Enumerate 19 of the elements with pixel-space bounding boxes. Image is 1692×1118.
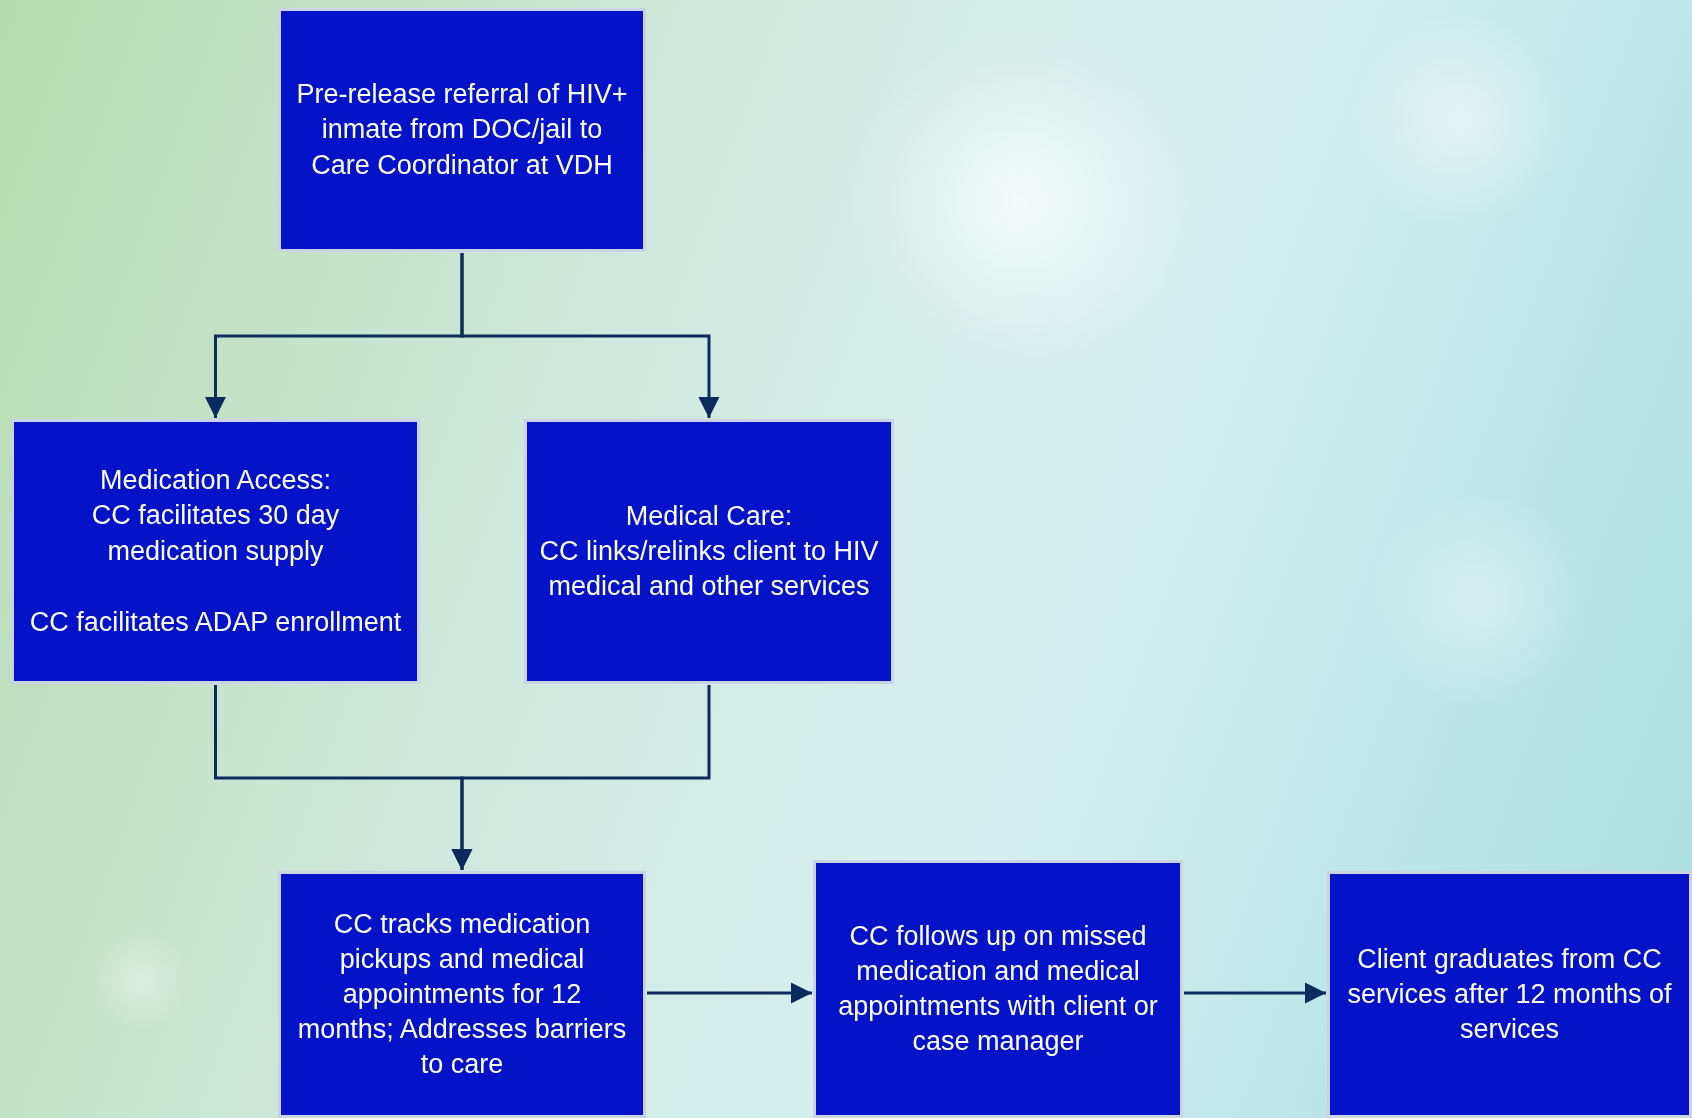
box-heading: Medical Care: bbox=[625, 499, 793, 533]
process-box bbox=[524, 419, 894, 684]
box-heading: Medication Access: bbox=[99, 464, 332, 498]
process-box bbox=[813, 860, 1183, 1118]
process-box bbox=[1327, 871, 1692, 1118]
process-box bbox=[11, 419, 420, 684]
box-text: CC links/relinks client to HIV medical and other services bbox=[538, 534, 880, 604]
box-text: CC follows up on missed medication and medical appointments with client or case manager bbox=[837, 919, 1159, 1059]
box-text: CC facilitates ADAP enrollment bbox=[29, 605, 402, 639]
box-text: Client graduates from CC services after 12 months of services bbox=[1346, 942, 1673, 1047]
arrow bbox=[647, 982, 812, 1004]
arrow bbox=[1184, 982, 1326, 1004]
box-text: CC facilitates 30 day medication supply bbox=[90, 499, 341, 568]
process-box bbox=[278, 871, 646, 1118]
arrow bbox=[460, 253, 720, 418]
box-text: CC tracks medication pickups and medical appointments for 12 months; Addresses barriers to care bbox=[296, 907, 628, 1082]
arrow bbox=[451, 685, 711, 870]
box-text: Pre-release referral of HIV+ inmate from DOC/jail to Care Coordinator at VDH bbox=[295, 78, 629, 182]
process-box bbox=[278, 8, 646, 252]
